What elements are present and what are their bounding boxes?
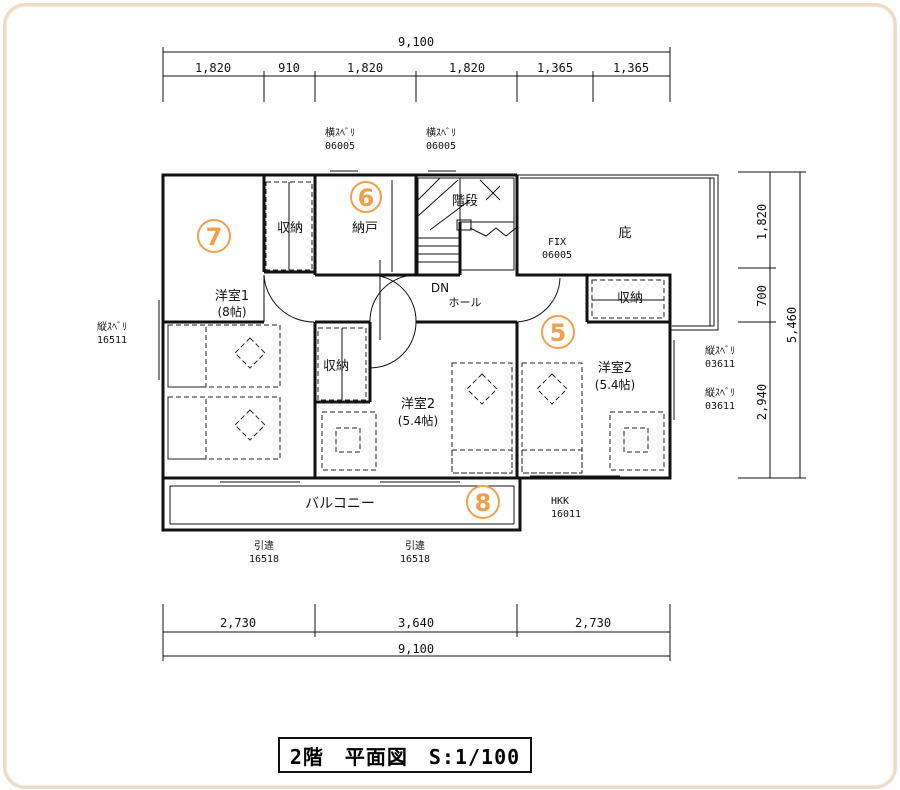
label-western2-name: 洋室2 [401,396,435,412]
page-frame [3,3,897,789]
label-balcony: バルコニー [305,496,375,512]
right-dimensions: 1,820 700 2,940 5,460 [738,171,806,479]
win-top-left-code: 06005 [325,141,355,152]
label-western2b-name: 洋室2 [598,360,632,376]
top-dim-2: 910 [278,61,300,75]
right-total-dim: 5,460 [785,307,799,343]
badge-6: 6 [350,181,382,213]
interior-walls [163,175,670,478]
win-bottom2-type: 引違 [405,539,425,552]
bottom-dim-1: 2,730 [220,616,256,630]
bottom-dimensions: 2,730 3,640 2,730 9,100 [162,604,671,661]
top-dim-4: 1,820 [449,61,485,75]
label-western1-size: (8帖) [218,304,247,319]
badge-8: 8 [466,485,500,519]
bottom-dim-2: 3,640 [398,616,434,630]
right-dim-3: 2,940 [755,384,769,420]
win-right1-type: 縦ｽﾍﾞﾘ [705,344,735,357]
badge-5: 5 [541,315,575,349]
win-left-type: 縦ｽﾍﾞﾘ [97,320,127,333]
win-left-code: 16511 [97,335,127,346]
furniture [167,324,665,474]
label-western1-name: 洋室1 [215,288,249,304]
win-bottom2-code: 16518 [400,554,430,565]
staircase [417,177,517,275]
label-western2b-size: (5.4帖) [595,377,635,392]
badge-7: 7 [197,219,231,253]
label-closet-mid: 収納 [323,359,349,374]
badge-8-label: 8 [475,489,492,517]
label-hall: ホール [449,296,482,309]
win-bottom1-type: 引違 [254,539,274,552]
win-right2-type: 縦ｽﾍﾞﾘ [705,386,735,399]
label-western2-size: (5.4帖) [398,413,438,428]
win-top-left-type: 横ｽﾍﾞﾘ [325,126,355,139]
bottom-total-dim: 9,100 [398,642,434,656]
win-hkk-type: HKK [551,496,569,507]
top-dim-6: 1,365 [613,61,649,75]
window-marks [158,170,675,483]
win-fix-code: 06005 [542,250,572,261]
exterior-walls [161,173,719,532]
win-right2-code: 03611 [705,401,735,412]
badge-7-label: 7 [206,223,223,251]
top-dim-1: 1,820 [195,61,231,75]
win-fix-type: FIX [548,237,566,248]
label-eaves: 庇 [618,226,631,241]
win-right1-code: 03611 [705,359,735,370]
top-dim-5: 1,365 [537,61,573,75]
win-hkk-code: 16011 [551,509,581,520]
badge-6-label: 6 [358,184,375,212]
window-labels: 横ｽﾍﾞﾘ 06005 横ｽﾍﾞﾘ 06005 FIX 06005 縦ｽﾍﾞﾘ … [97,126,735,565]
win-bottom1-code: 16518 [249,554,279,565]
bottom-dim-3: 2,730 [575,616,611,630]
top-dimensions: 9,100 1,820 910 1,820 1,820 1,365 1,365 [162,35,671,102]
label-storage: 納戸 [352,221,378,236]
win-top-right-code: 06005 [426,141,456,152]
right-dim-2: 700 [755,285,769,307]
room-labels: 収納 納戸 階段 庇 DN ホール 洋室1 (8帖) 収納 洋室2 (5.4帖)… [215,194,643,512]
badge-5-label: 5 [550,319,567,347]
label-closet-right: 収納 [617,291,643,306]
right-dim-1: 1,820 [755,204,769,240]
top-dim-3: 1,820 [347,61,383,75]
label-closet-top: 収納 [277,221,303,236]
door-swings [263,180,561,369]
win-top-right-type: 横ｽﾍﾞﾘ [426,126,456,139]
label-stairs: 階段 [452,194,478,209]
drawing-title: 2階 平面図 S:1/100 [278,737,532,773]
top-total-dim: 9,100 [398,35,434,49]
label-down: DN [431,281,449,295]
closet-fixtures [265,181,665,401]
